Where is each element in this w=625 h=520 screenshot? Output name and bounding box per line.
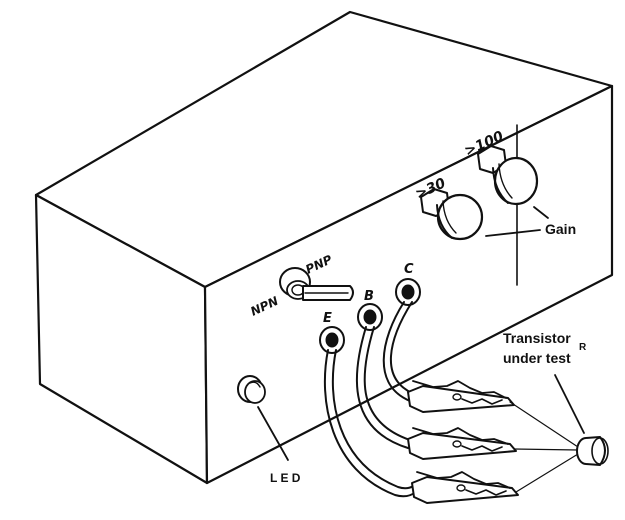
alligator-clip-bottom: [411, 471, 519, 504]
terminal-emitter[interactable]: [319, 326, 345, 354]
terminal-label-e: E: [323, 311, 332, 326]
gain-leader-high: [533, 206, 549, 219]
npn-pnp-toggle-switch[interactable]: [279, 267, 354, 301]
led-leader-line: [257, 406, 289, 461]
transistor-mark: R: [579, 342, 587, 353]
transistor-leads: [509, 401, 579, 493]
led-indicator: [237, 375, 266, 404]
terminal-label-b: B: [364, 289, 374, 304]
led-label: L E D: [270, 471, 301, 485]
transistor-leader-line: [554, 374, 585, 434]
transistor-label-line2: under test: [503, 350, 571, 366]
knob-high-gain[interactable]: [477, 145, 539, 206]
terminal-label-c: C: [404, 262, 414, 277]
gain-leader-low: [485, 229, 541, 237]
terminal-collector[interactable]: [395, 278, 421, 306]
transistor-body: [576, 436, 609, 466]
terminal-base[interactable]: [357, 303, 383, 331]
knob-low-gain[interactable]: [420, 188, 484, 241]
alligator-clip-top: [407, 380, 515, 413]
transistor-label-line1: Transistor: [503, 330, 571, 346]
gain-label: Gain: [545, 221, 576, 237]
alligator-clip-middle: [407, 427, 517, 460]
test-lead-wires: [323, 301, 417, 498]
